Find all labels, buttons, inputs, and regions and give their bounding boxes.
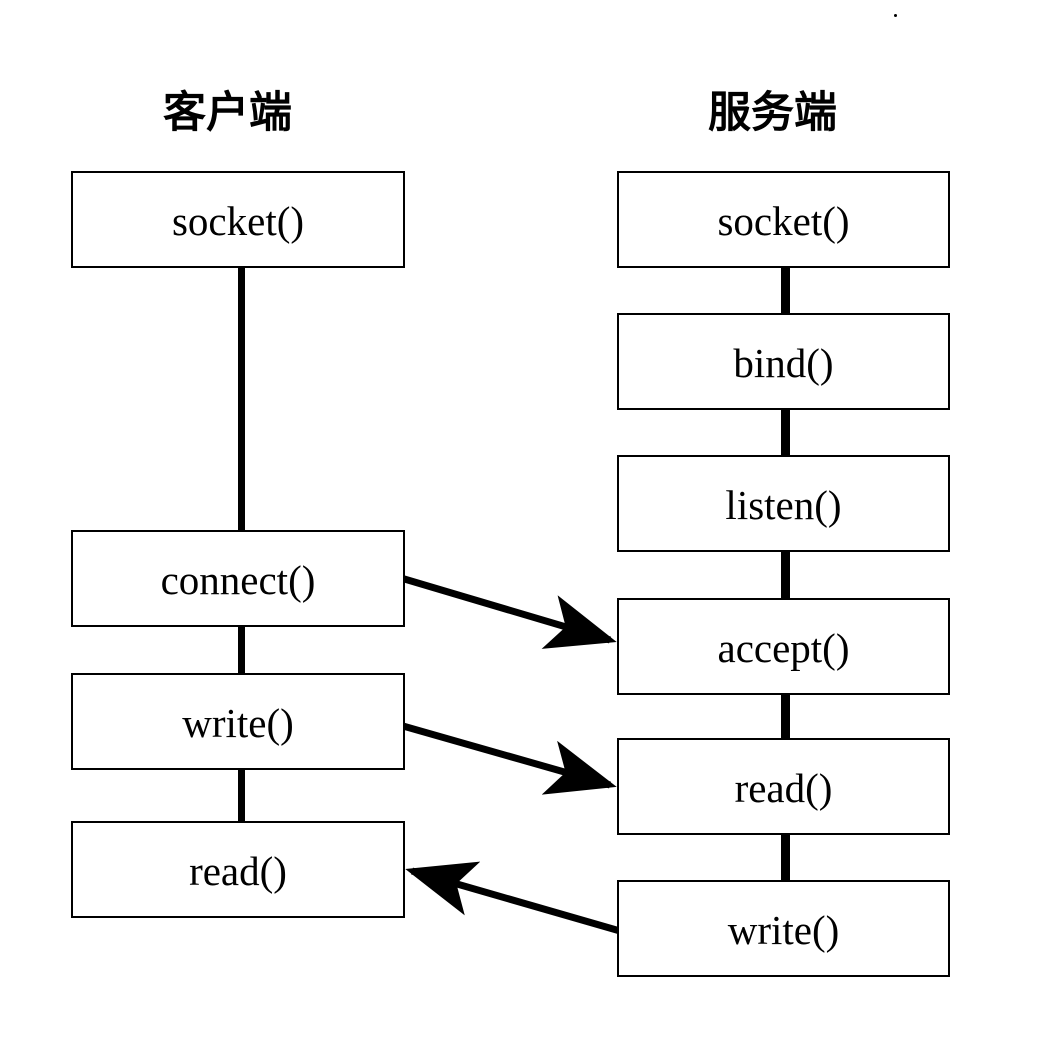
server-node-accept-label: accept() xyxy=(717,625,850,671)
server-node-read[interactable]: read() xyxy=(617,738,950,835)
server-node-bind[interactable]: bind() xyxy=(617,313,950,410)
server-node-write[interactable]: write() xyxy=(617,880,950,977)
server-node-accept[interactable]: accept() xyxy=(617,598,950,695)
client-node-connect[interactable]: connect() xyxy=(71,530,405,627)
client-node-write-label: write() xyxy=(182,700,294,746)
arrow-server-write-to-client-read xyxy=(405,861,621,935)
client-node-socket[interactable]: socket() xyxy=(71,171,405,268)
client-node-connect-label: connect() xyxy=(160,557,316,603)
connector-client-write-read xyxy=(238,768,245,823)
server-node-bind-label: bind() xyxy=(733,340,834,386)
scan-artifact-speck xyxy=(894,14,897,17)
connector-server-socket-bind xyxy=(781,266,790,317)
client-node-write[interactable]: write() xyxy=(71,673,405,770)
server-node-socket-label: socket() xyxy=(717,198,850,244)
server-node-listen[interactable]: listen() xyxy=(617,455,950,552)
connector-server-bind-listen xyxy=(781,408,790,459)
server-column-title: 服务端 xyxy=(708,88,837,138)
server-node-listen-label: listen() xyxy=(725,482,842,528)
server-node-socket[interactable]: socket() xyxy=(617,171,950,268)
arrow-connect-to-accept xyxy=(400,574,617,649)
client-node-read[interactable]: read() xyxy=(71,821,405,918)
client-column-title: 客户端 xyxy=(163,88,292,138)
connector-server-read-write xyxy=(781,833,790,883)
server-node-read-label: read() xyxy=(734,765,833,811)
server-node-write-label: write() xyxy=(727,907,840,953)
arrow-write-to-read xyxy=(402,722,617,795)
connector-client-socket-connect xyxy=(238,266,245,534)
connector-server-listen-accept xyxy=(781,550,790,601)
client-node-read-label: read() xyxy=(189,848,287,894)
connector-server-accept-read xyxy=(781,693,790,742)
connector-client-connect-write xyxy=(238,626,245,677)
client-node-socket-label: socket() xyxy=(171,198,305,244)
